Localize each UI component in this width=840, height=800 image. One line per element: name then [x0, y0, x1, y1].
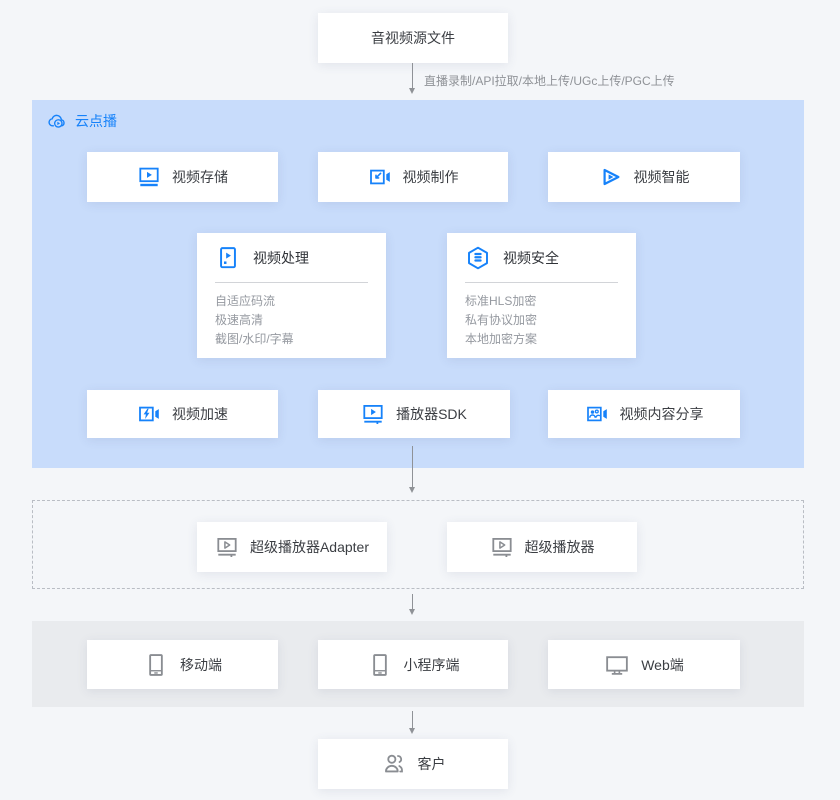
list-item: 私有协议加密 — [465, 313, 538, 327]
feature-label: 视频智能 — [633, 169, 690, 185]
list-item: 截图/水印/字幕 — [215, 332, 294, 346]
video-acceleration-icon — [137, 402, 161, 426]
vod-panel-header: 云点播 — [47, 111, 117, 131]
box-web-client: Web端 — [548, 640, 740, 689]
feature-title: 视频处理 — [253, 250, 309, 266]
video-intelligence-icon — [599, 165, 623, 189]
video-processing-icon — [215, 245, 241, 271]
video-storage-icon — [137, 165, 161, 189]
arrow-client-to-customer — [409, 711, 415, 734]
feature-box-player-sdk: 播放器SDK — [318, 390, 510, 438]
client-box-label: 移动端 — [180, 656, 222, 673]
feature-box-video-production: 视频制作 — [318, 152, 508, 202]
list-item: 标准HLS加密 — [465, 294, 537, 308]
list-item: 本地加密方案 — [465, 332, 538, 346]
feature-box-video-processing: 视频处理 自适应码流 极速高清 截图/水印/字幕 — [197, 233, 386, 358]
client-box-label: 小程序端 — [403, 656, 460, 673]
video-share-icon — [585, 402, 609, 426]
box-miniprogram-client: 小程序端 — [318, 640, 508, 689]
vod-panel-title: 云点播 — [75, 113, 117, 129]
client-layer-panel: 移动端 小程序端 Web端 — [32, 621, 804, 707]
feature-box-video-intelligence: 视频智能 — [548, 152, 740, 202]
arrow-source-to-vod — [409, 63, 415, 94]
video-security-icon — [465, 245, 491, 271]
video-processing-header: 视频处理 — [215, 245, 368, 271]
feature-label: 视频内容分享 — [619, 406, 704, 422]
source-file-label: 音视频源文件 — [371, 30, 455, 46]
vod-panel: 云点播 视频存储 视频制作 — [32, 100, 804, 468]
list-item: 自适应码流 — [215, 294, 276, 308]
feature-title: 视频安全 — [503, 250, 559, 266]
source-file-box: 音视频源文件 — [318, 13, 508, 63]
web-icon — [604, 652, 630, 678]
miniprogram-icon — [367, 652, 393, 678]
player-layer-panel: 超级播放器Adapter 超级播放器 — [32, 500, 804, 589]
feature-label: 视频加速 — [172, 406, 228, 422]
feature-box-video-security: 视频安全 标准HLS加密 私有协议加密 本地加密方案 — [447, 233, 636, 358]
box-super-player: 超级播放器 — [447, 522, 637, 572]
list-item: 极速高清 — [215, 313, 264, 327]
video-security-items: 标准HLS加密 私有协议加密 本地加密方案 — [465, 292, 618, 349]
feature-box-video-share: 视频内容分享 — [548, 390, 740, 438]
video-production-icon — [368, 165, 392, 189]
client-box-label: Web端 — [641, 656, 684, 673]
super-player-icon — [490, 535, 514, 559]
customer-icon — [381, 751, 407, 777]
upload-methods-label: 直播录制/API拉取/本地上传/UGc上传/PGC上传 — [424, 74, 675, 88]
box-super-player-adapter: 超级播放器Adapter — [197, 522, 387, 572]
player-box-label: 超级播放器 — [524, 539, 595, 555]
player-sdk-icon — [361, 402, 385, 426]
feature-label: 视频制作 — [402, 169, 459, 185]
divider — [215, 282, 368, 283]
feature-box-video-acceleration: 视频加速 — [87, 390, 278, 438]
arrow-vod-to-player — [409, 446, 415, 493]
feature-label: 播放器SDK — [396, 406, 467, 422]
box-mobile-client: 移动端 — [87, 640, 278, 689]
divider — [465, 282, 618, 283]
feature-box-video-storage: 视频存储 — [87, 152, 278, 202]
player-box-label: 超级播放器Adapter — [249, 539, 370, 555]
cloud-vod-icon — [47, 111, 67, 131]
super-player-adapter-icon — [215, 535, 239, 559]
feature-label: 视频存储 — [172, 169, 228, 185]
arrow-player-to-client — [409, 594, 415, 615]
video-processing-items: 自适应码流 极速高清 截图/水印/字幕 — [215, 292, 368, 349]
video-security-header: 视频安全 — [465, 245, 618, 271]
mobile-icon — [143, 652, 169, 678]
customer-box: 客户 — [318, 739, 508, 789]
customer-label: 客户 — [417, 756, 446, 772]
